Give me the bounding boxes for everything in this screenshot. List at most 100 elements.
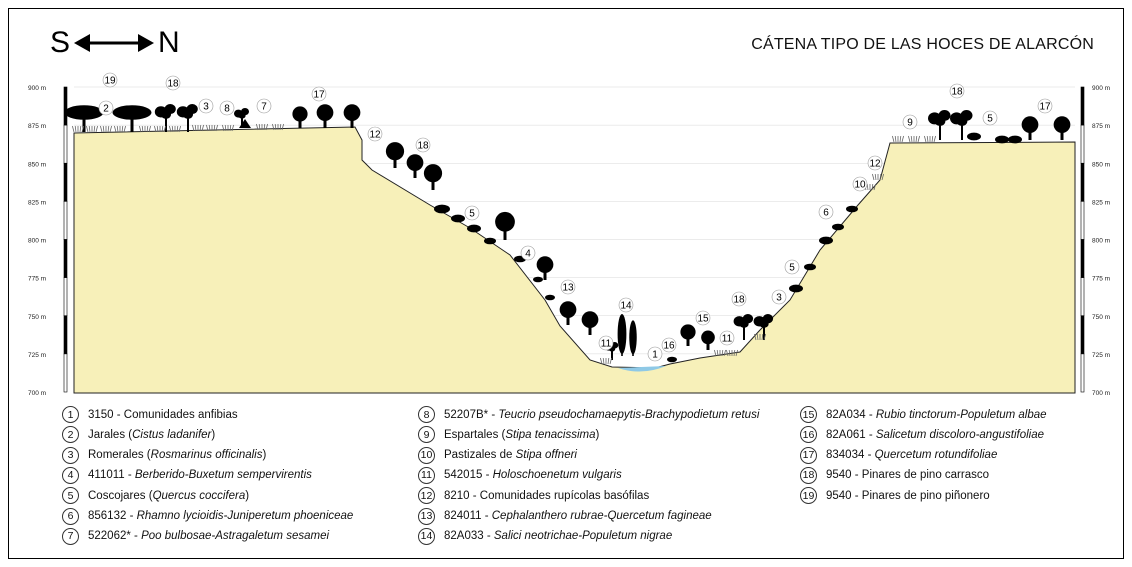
elevation-tick-label: 900 m (1092, 85, 1110, 92)
svg-text:4: 4 (525, 249, 531, 260)
profile-number-label: 10 (852, 176, 868, 192)
legend-number-badge: 5 (62, 487, 79, 505)
elevation-tick-label: 700 m (28, 390, 46, 397)
oak-tree-icon (680, 324, 696, 346)
elevation-tick-label: 725 m (28, 352, 46, 359)
legend-description: 82A061 - Salicetum discoloro-angustifoli… (826, 428, 1044, 441)
grass-icon (924, 135, 936, 143)
legend-description: Coscojares (Quercus coccifera) (88, 489, 250, 502)
profile-number-label: 17 (311, 86, 327, 102)
profile-number-label: 19 (102, 72, 118, 88)
legend-number-badge: 1 (62, 406, 79, 423)
pine-tree-icon (733, 314, 754, 340)
oak-tree-icon (292, 106, 308, 128)
poplar-tree-icon (629, 320, 637, 356)
grass-icon (86, 125, 98, 133)
legend-number-badge: 9 (418, 426, 435, 444)
legend-item: 1 3150 - Comunidades anfibias (62, 406, 238, 423)
oak-tree-icon (536, 256, 554, 280)
elevation-tick-label: 775 m (1092, 276, 1110, 283)
svg-text:18: 18 (167, 79, 179, 90)
legend-description: 3150 - Comunidades anfibias (88, 408, 238, 421)
legend-item: 12 8210 - Comunidades rupícolas basófilas (418, 487, 650, 505)
shrub-icon (467, 224, 481, 233)
grass-icon (872, 173, 884, 181)
profile-number-label: 15 (695, 310, 711, 326)
svg-text:7: 7 (261, 102, 267, 113)
shrub-icon (819, 236, 833, 245)
shrub-icon (451, 214, 465, 223)
pine-tree-icon (928, 110, 951, 140)
grass-icon (600, 357, 612, 365)
legend-description: 411011 - Berberido-Buxetum sempervirenti… (88, 469, 312, 482)
grass-icon (154, 125, 166, 133)
svg-text:5: 5 (789, 263, 795, 274)
svg-text:18: 18 (951, 87, 963, 98)
profile-number-label: 3 (198, 98, 214, 114)
legend-number-badge: 2 (62, 426, 79, 444)
svg-text:5: 5 (469, 209, 475, 220)
profile-number-label: 11 (719, 330, 735, 346)
profile-number-label: 14 (618, 297, 634, 313)
svg-text:5: 5 (987, 114, 993, 125)
compass-north-label: N (158, 26, 180, 59)
axis-bar-segment (1080, 315, 1085, 355)
vegetation-symbols (64, 104, 1071, 365)
svg-text:11: 11 (601, 339, 612, 350)
grass-icon (256, 123, 268, 131)
legend-description: 824011 - Cephalanthero rubrae-Quercetum … (444, 510, 712, 522)
pine-tree-icon (950, 110, 973, 140)
legend-number-badge: 7 (62, 527, 79, 545)
oak-tree-icon (406, 154, 424, 178)
shrub-icon (545, 294, 555, 301)
grass-icon (100, 125, 112, 133)
oak-tree-icon (495, 211, 515, 240)
legend-description: Romerales (Rosmarinus officinalis) (88, 449, 267, 462)
legend-number-badge: 12 (418, 487, 435, 505)
profile-number-label: 2 (98, 100, 114, 116)
elevation-tick-label: 800 m (28, 238, 46, 245)
compass-south-label: S (50, 26, 71, 59)
grass-icon (754, 333, 766, 341)
axis-bar-segment (1080, 86, 1085, 126)
legend-item: 5 Coscojares (Quercus coccifera) (62, 487, 250, 505)
shrub-icon (832, 223, 844, 231)
axis-bar-segment (63, 239, 68, 278)
legend-description: 9540 - Pinares de pino piñonero (826, 489, 990, 502)
terrain-profile (73, 126, 1076, 394)
stone-pine-icon (64, 105, 104, 132)
oak-tree-icon (1053, 116, 1071, 140)
profile-number-label: 18 (165, 75, 181, 91)
axis-bar-segment (63, 277, 68, 317)
svg-text:14: 14 (620, 301, 632, 312)
legend-description: 8210 - Comunidades rupícolas basófilas (444, 489, 650, 502)
elevation-tick-label: 850 m (1092, 161, 1110, 168)
legend-number-badge: 11 (418, 466, 435, 484)
axis-bar-segment (63, 162, 68, 202)
profile-number-label: 18 (949, 83, 965, 99)
svg-text:18: 18 (733, 295, 745, 306)
elevation-tick-label: 800 m (1092, 238, 1110, 245)
oak-tree-icon (1021, 116, 1039, 140)
svg-text:16: 16 (663, 341, 675, 352)
profile-number-label: 12 (367, 126, 383, 142)
profile-number-label: 11 (598, 335, 614, 351)
legend-number-badge: 16 (800, 426, 817, 444)
shrub-icon (484, 237, 496, 245)
legend-number-badge: 8 (418, 406, 435, 423)
axis-bar-segment (1080, 162, 1085, 202)
axis-bar-segment (63, 201, 68, 240)
grass-icon (139, 125, 151, 133)
profile-number-label: 7 (256, 98, 272, 114)
shrub-icon (967, 132, 981, 141)
svg-text:17: 17 (313, 90, 325, 101)
profile-number-label: 8 (219, 100, 235, 116)
